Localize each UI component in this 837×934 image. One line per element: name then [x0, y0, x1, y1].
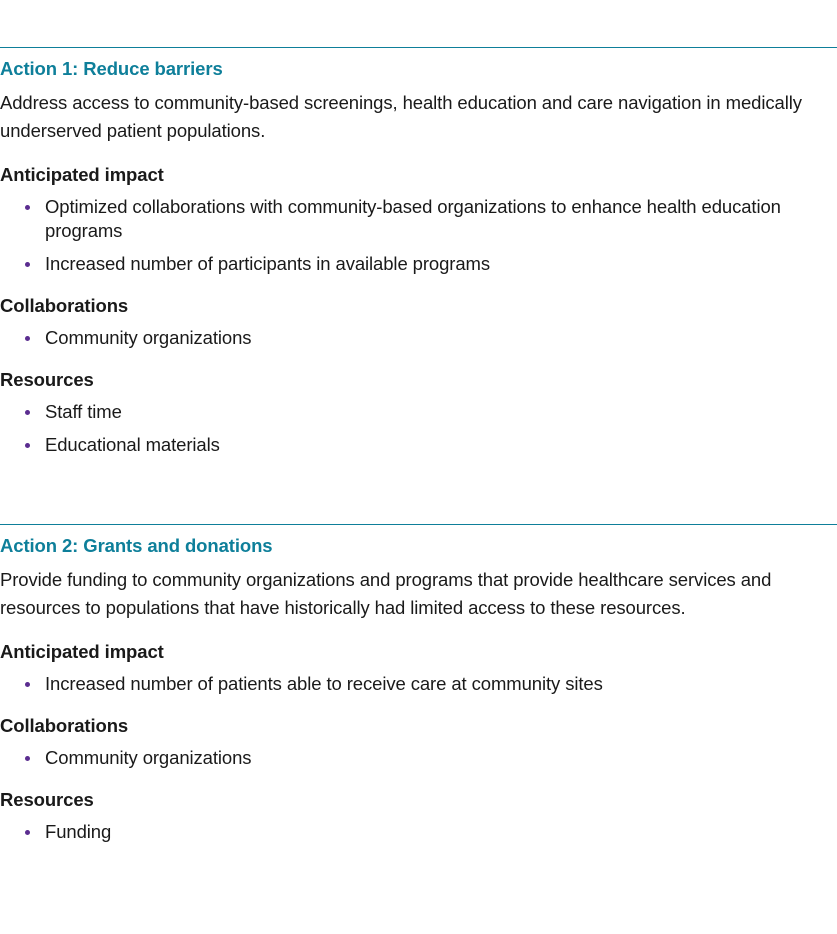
collaborations-list: Community organizations — [0, 326, 837, 350]
bullet-icon — [25, 205, 30, 210]
impact-list: Optimized collaborations with community-… — [0, 195, 837, 276]
impact-heading: Anticipated impact — [0, 164, 164, 185]
section-divider — [0, 524, 837, 525]
resources-list: Funding — [0, 820, 837, 844]
collaborations-list: Community organizations — [0, 746, 837, 770]
collaborations-heading: Collaborations — [0, 295, 129, 316]
list-item: Community organizations — [0, 746, 837, 770]
list-item: Increased number of participants in avai… — [0, 252, 837, 276]
collaborations-heading: Collaborations — [0, 715, 129, 736]
action-description: Address access to community-based screen… — [0, 92, 802, 141]
list-item: Funding — [0, 820, 837, 844]
action-section-1: Action 1: Reduce barriers Address access… — [0, 47, 837, 457]
list-item: Increased number of patients able to rec… — [0, 672, 837, 696]
action-section-2: Action 2: Grants and donations Provide f… — [0, 524, 837, 844]
list-item: Community organizations — [0, 326, 837, 350]
resources-heading: Resources — [0, 369, 94, 390]
action-title: Action 1: Reduce barriers — [0, 58, 223, 79]
list-item: Optimized collaborations with community-… — [0, 195, 837, 243]
bullet-icon — [25, 756, 30, 761]
list-item: Staff time — [0, 400, 837, 424]
action-title: Action 2: Grants and donations — [0, 535, 273, 556]
impact-list: Increased number of patients able to rec… — [0, 672, 837, 696]
resources-list: Staff time Educational materials — [0, 400, 837, 457]
bullet-icon — [25, 410, 30, 415]
bullet-icon — [25, 830, 30, 835]
resources-heading: Resources — [0, 789, 94, 810]
bullet-icon — [25, 443, 30, 448]
bullet-icon — [25, 262, 30, 267]
bullet-icon — [25, 682, 30, 687]
list-item: Educational materials — [0, 433, 837, 457]
bullet-icon — [25, 336, 30, 341]
action-description: Provide funding to community organizatio… — [0, 569, 772, 618]
impact-heading: Anticipated impact — [0, 641, 164, 662]
section-divider — [0, 47, 837, 48]
